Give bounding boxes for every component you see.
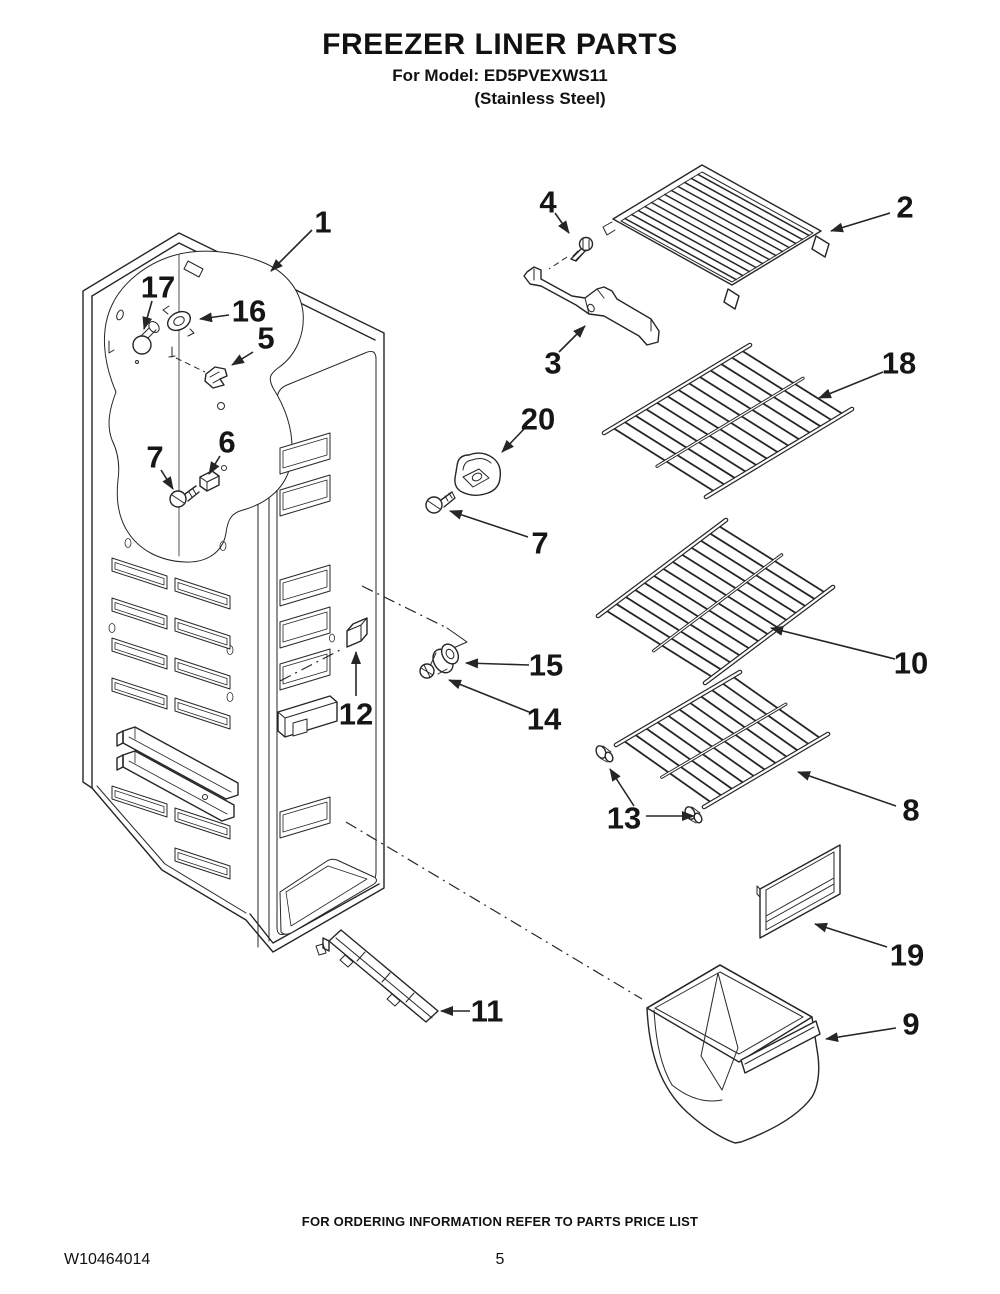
- callout-arrow-1: [270, 229, 313, 272]
- callout-label-4: 4: [539, 185, 557, 220]
- nut-13a: [595, 745, 614, 763]
- callout-arrow-14: [448, 679, 530, 713]
- callout-arrow-4: [554, 212, 570, 234]
- screw-7-left: [169, 485, 200, 508]
- liner-rails: [116, 695, 338, 822]
- callout-label-9: 9: [902, 1007, 919, 1042]
- callout-label-11: 11: [471, 994, 504, 1029]
- callout-label-6: 6: [218, 425, 235, 460]
- divider-panel-19: [756, 844, 841, 939]
- callout-label-20: 20: [521, 402, 555, 437]
- callout-label-19: 19: [890, 938, 924, 973]
- callout-label-14: 14: [527, 702, 562, 737]
- callout-arrow-7: [449, 510, 529, 538]
- ice-bin-9: [646, 964, 821, 1144]
- callout-label-7: 7: [146, 440, 163, 475]
- page-number: 5: [495, 1251, 505, 1268]
- liner-holes: [108, 538, 335, 702]
- finish-line: (Stainless Steel): [474, 89, 606, 108]
- callout-label-1: 1: [314, 205, 331, 240]
- bulb-socket-16: [162, 305, 195, 337]
- callout-arrow-20: [501, 428, 525, 453]
- wire-shelf-8: [613, 669, 831, 810]
- bracket-3: [523, 266, 660, 346]
- slide-out-shelf-2: [602, 164, 830, 310]
- callout-arrow-16: [199, 312, 230, 323]
- callout-arrow-8: [797, 771, 897, 807]
- callout-label-17: 17: [141, 270, 175, 305]
- screw-7-right: [425, 491, 456, 514]
- liner-slots: [111, 432, 331, 880]
- callout-arrow-17: [142, 300, 153, 330]
- callout-label-12: 12: [339, 697, 373, 732]
- trim-rail-11: [315, 929, 439, 1023]
- callout-label-18: 18: [882, 346, 916, 381]
- callout-arrow-18: [818, 371, 884, 399]
- callout-arrow-19: [814, 922, 888, 948]
- wire-shelf-10: [595, 517, 836, 686]
- callout-arrow-13: [609, 768, 635, 807]
- callout-label-5: 5: [257, 321, 274, 356]
- model-line: For Model: ED5PVEXWS11: [392, 66, 608, 85]
- wire-shelf-18: [601, 342, 855, 500]
- callout-label-3: 3: [544, 346, 561, 381]
- callout-label-16: 16: [232, 294, 266, 329]
- callout-arrow-6: [208, 455, 221, 475]
- callout-label-8: 8: [902, 793, 919, 828]
- light-bulb-17: [132, 321, 160, 355]
- spacer-15: [429, 643, 460, 675]
- callout-label-15: 15: [529, 648, 563, 683]
- callout-arrow-9: [825, 1027, 897, 1043]
- document-number: W10464014: [64, 1251, 151, 1268]
- clip-12: [346, 617, 368, 648]
- callout-arrow-10: [770, 626, 896, 660]
- clip-6: [199, 465, 227, 492]
- callout-arrow-3: [558, 325, 586, 353]
- callout-label-7: 7: [531, 526, 548, 561]
- clip-5: [168, 346, 228, 389]
- callout-label-2: 2: [896, 190, 913, 225]
- nut-13b: [684, 806, 703, 824]
- shelf-support-20: [454, 452, 502, 496]
- page-title: FREEZER LINER PARTS: [322, 28, 678, 61]
- ordering-note: FOR ORDERING INFORMATION REFER TO PARTS …: [301, 1214, 699, 1229]
- callout-label-13: 13: [607, 801, 641, 836]
- callout-arrow-7: [160, 469, 174, 490]
- screw-4: [570, 236, 594, 262]
- callout-arrow-15: [465, 658, 530, 669]
- screw-14: [419, 663, 435, 679]
- callout-arrow-5: [231, 351, 254, 366]
- callout-arrow-2: [830, 212, 891, 233]
- callout-label-10: 10: [894, 646, 928, 681]
